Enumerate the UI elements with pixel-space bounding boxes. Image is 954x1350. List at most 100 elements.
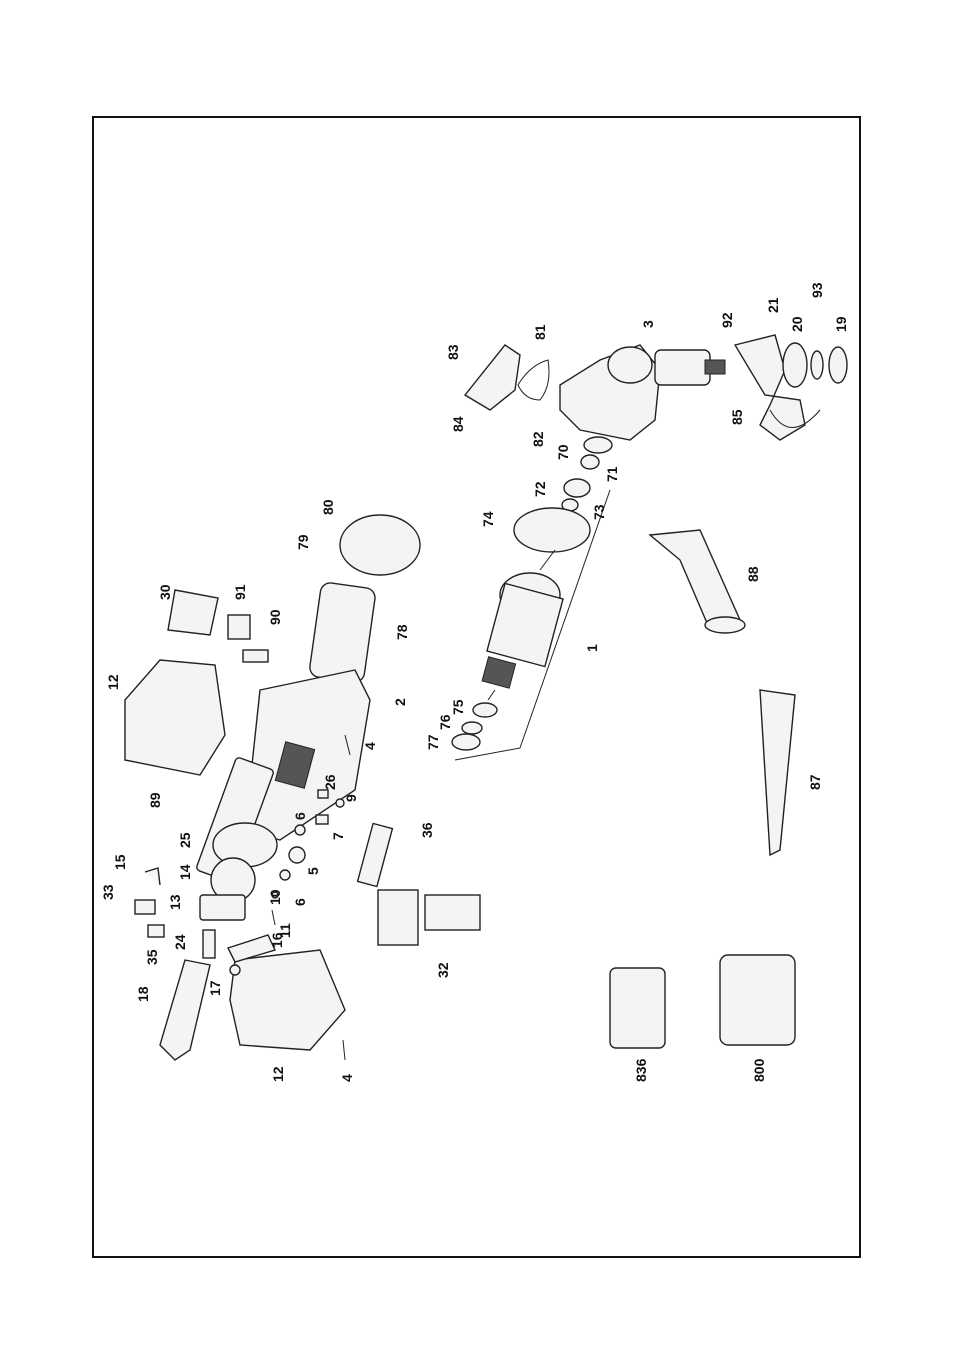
- handle-half-12-top: [125, 660, 225, 775]
- label-17: 17: [207, 980, 223, 996]
- label-800: 800: [751, 1058, 767, 1082]
- part-6a: [295, 825, 305, 835]
- screw-4b: [343, 1040, 345, 1060]
- part-90: [243, 650, 268, 662]
- label-89: 89: [147, 792, 163, 808]
- label-81: 81: [532, 324, 548, 340]
- label-19: 19: [833, 316, 849, 332]
- side-handle-88-end: [705, 617, 745, 633]
- label-73: 73: [591, 504, 607, 520]
- screw-17: [230, 965, 240, 975]
- label-72: 72: [532, 481, 548, 497]
- label-79: 79: [295, 534, 311, 550]
- label-9: 9: [343, 794, 359, 802]
- label-7: 7: [330, 832, 346, 840]
- label-12b: 12: [270, 1066, 286, 1082]
- module-32-body: [378, 890, 418, 945]
- label-33: 33: [100, 884, 116, 900]
- oring-82: [584, 437, 612, 453]
- label-5: 5: [305, 867, 321, 875]
- bearing-72: [564, 479, 590, 497]
- label-90: 90: [267, 609, 283, 625]
- label-16: 16: [269, 932, 285, 948]
- label-32: 32: [435, 962, 451, 978]
- label-836: 836: [633, 1058, 649, 1082]
- label-92: 92: [719, 312, 735, 328]
- label-76: 76: [437, 714, 453, 730]
- label-83: 83: [445, 344, 461, 360]
- label-87: 87: [807, 774, 823, 790]
- label-4b: 4: [339, 1074, 355, 1082]
- handle-half-12-bottom: [230, 950, 345, 1050]
- part-26: [318, 790, 328, 798]
- kit-800: [720, 955, 795, 1045]
- label-21: 21: [765, 297, 781, 313]
- part-6b: [280, 870, 290, 880]
- label-25: 25: [177, 832, 193, 848]
- label-6b: 6: [292, 898, 308, 906]
- armature: [482, 550, 563, 700]
- field-78: [309, 582, 377, 684]
- label-93: 93: [809, 282, 825, 298]
- label-1: 1: [584, 644, 600, 652]
- side-handle-88: [650, 530, 740, 630]
- label-77: 77: [425, 734, 441, 750]
- wheel-guard: [735, 335, 820, 440]
- spring-15: [145, 868, 160, 885]
- washer-76: [462, 722, 482, 734]
- label-75: 75: [450, 699, 466, 715]
- label-13: 13: [167, 894, 183, 910]
- label-78: 78: [394, 624, 410, 640]
- spanner-87: [760, 690, 795, 855]
- label-2: 2: [392, 698, 408, 706]
- bearing-70: [581, 455, 599, 469]
- label-71: 71: [604, 466, 620, 482]
- module-32-board: [425, 895, 480, 930]
- label-30: [168, 590, 218, 635]
- bearing-plate-74: [514, 508, 590, 552]
- label-10: 10: [267, 889, 283, 905]
- end-plate-79: [340, 515, 420, 575]
- kit-836: [610, 968, 665, 1048]
- label-36: 36: [419, 822, 435, 838]
- nut-19: [829, 347, 847, 383]
- gasket-81: [518, 360, 549, 400]
- brush-33: [135, 900, 155, 914]
- label-80: 80: [320, 499, 336, 515]
- cord-guard-18: [160, 960, 210, 1060]
- switch-13: [200, 895, 245, 920]
- label-6a: 6: [292, 812, 308, 820]
- part-24: [203, 930, 215, 958]
- part-91: [228, 615, 250, 639]
- part-35: [148, 925, 164, 937]
- label-15: 15: [112, 854, 128, 870]
- label-24: 24: [172, 934, 188, 950]
- label-12a: 12: [105, 674, 121, 690]
- label-14: 14: [177, 864, 193, 880]
- bearing-77: [452, 734, 480, 750]
- label-88: 88: [745, 566, 761, 582]
- washer-93: [811, 351, 823, 379]
- label-4a: 4: [362, 742, 378, 750]
- part-11: [272, 910, 275, 925]
- part-7: [316, 815, 328, 824]
- part-5: [289, 847, 305, 863]
- label-26: 26: [322, 774, 338, 790]
- label-30: 30: [157, 584, 173, 600]
- flange-20: [783, 343, 807, 387]
- label-20: 20: [789, 316, 805, 332]
- cover-83: [465, 345, 520, 410]
- label-18: 18: [135, 986, 151, 1002]
- label-70: 70: [555, 444, 571, 460]
- cable-36: [358, 823, 393, 886]
- label-84: 84: [450, 416, 466, 432]
- label-91: 91: [232, 584, 248, 600]
- label-82: 82: [530, 431, 546, 447]
- gear-housing: [560, 345, 725, 440]
- bearing-75: [473, 703, 497, 717]
- label-85: 85: [729, 409, 745, 425]
- label-35: 35: [144, 949, 160, 965]
- label-3: 3: [640, 320, 656, 328]
- label-74: 74: [480, 511, 496, 527]
